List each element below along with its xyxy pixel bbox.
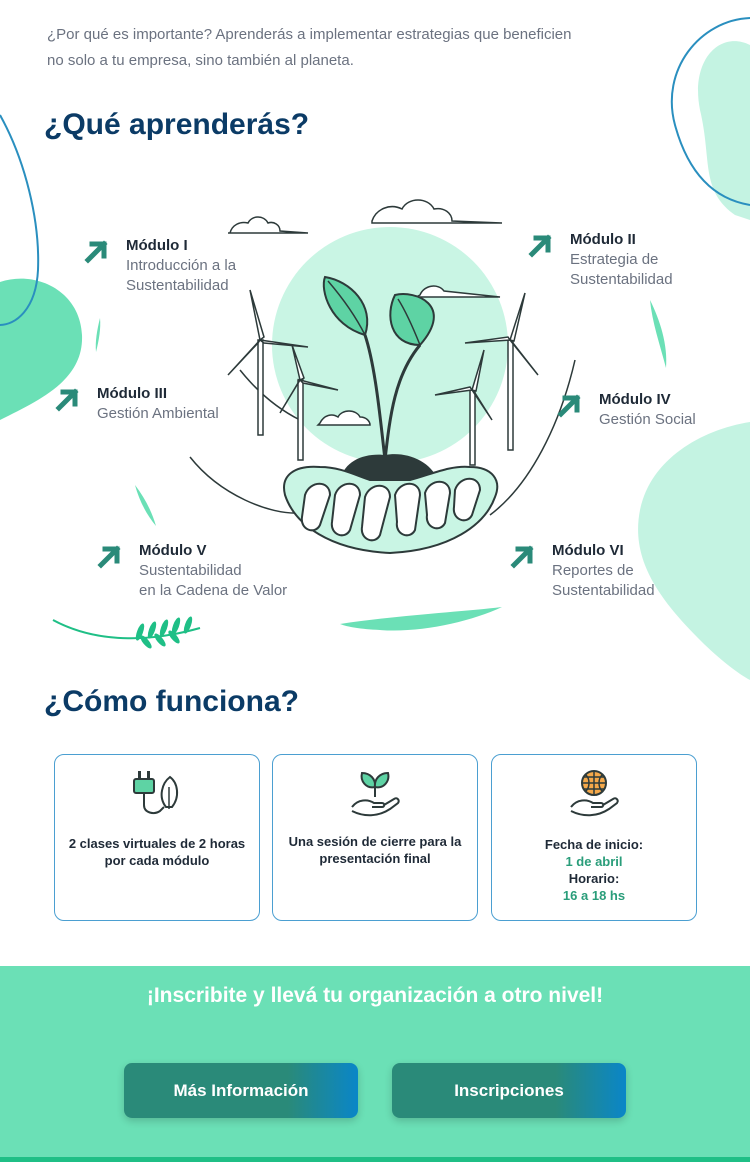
card-text: Una sesión de cierre para la presentació… [288,834,462,866]
info-card-classes: 2 clases virtuales de 2 horas por cada m… [54,754,260,921]
start-date-label: Fecha de inicio: [544,837,644,852]
module-title: Módulo V [139,542,207,559]
intro-text: ¿Por qué es importante? Aprenderás a imp… [47,26,572,69]
cta-band: ¡Inscribite y llevá tu organización a ot… [0,966,750,1162]
arrow-up-right-icon [84,240,108,264]
module-title: Módulo II [570,231,636,248]
arrow-up-right-icon [528,234,552,258]
module-desc: Introducción a la Sustentabilidad [126,257,237,294]
info-card-schedule: Fecha de inicio: 1 de abril Horario: 16 … [491,754,697,921]
hand-globe-icon [570,770,619,817]
bottom-divider [0,1157,750,1162]
card-text: 2 clases virtuales de 2 horas por cada m… [68,836,246,868]
learn-section-title: ¿Qué aprenderás? [44,108,310,141]
signup-button[interactable]: Inscripciones [392,1063,626,1118]
module-desc: Estrategia de Sustentabilidad [570,251,673,288]
arrow-up-right-icon [510,545,534,569]
how-section-title: ¿Cómo funciona? [44,685,299,718]
module-desc: Gestión Social [599,411,696,428]
module-title: Módulo VI [552,542,624,559]
plug-leaf-icon [133,771,178,814]
start-date-value: 1 de abril [565,854,623,869]
module-title: Módulo IV [599,391,671,408]
module-desc: Reportes de Sustentabilidad [552,562,655,599]
module-desc: Sustentabilidad en la Cadena de Valor [139,562,288,599]
module-item-6: Módulo VI Reportes de Sustentabilidad [508,541,655,601]
module-item-4: Módulo IV Gestión Social [555,390,696,430]
cta-heading: ¡Inscribite y llevá tu organización a ot… [146,984,604,1007]
module-title: Módulo III [97,385,167,402]
info-card-closing: Una sesión de cierre para la presentació… [272,754,478,921]
module-item-1: Módulo I Introducción a la Sustentabilid… [82,236,236,296]
module-item-5: Módulo V Sustentabilidad en la Cadena de… [95,541,287,601]
more-info-button[interactable]: Más Información [124,1063,358,1118]
module-item-3: Módulo III Gestión Ambiental [53,384,219,424]
module-desc: Gestión Ambiental [97,405,219,422]
hand-plant-icon [351,771,400,817]
arrow-up-right-icon [97,545,121,569]
module-title: Módulo I [126,237,188,254]
schedule-value: 16 a 18 hs [562,888,626,903]
module-item-2: Módulo II Estrategia de Sustentabilidad [526,230,673,290]
schedule-label: Horario: [568,871,620,886]
arrow-up-right-icon [557,394,581,418]
arrow-up-right-icon [55,388,79,412]
